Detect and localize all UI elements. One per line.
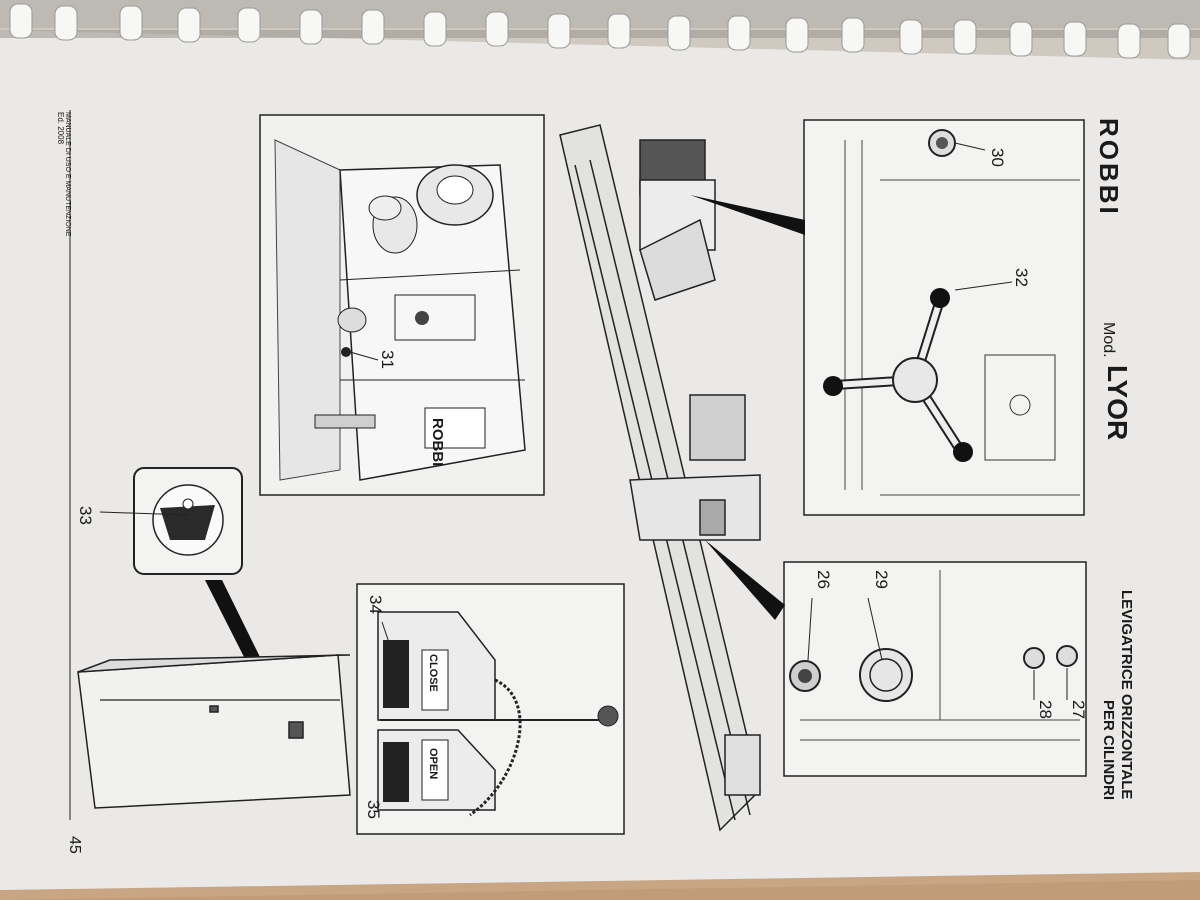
callout-31: 31 <box>378 350 397 369</box>
footer-manual-title: MANUALE DI USO E MANUTENZIONE <box>64 112 71 237</box>
electrical-cabinet-drawing <box>77 654 351 809</box>
panel-main-switch <box>99 467 243 575</box>
callout-34: 34 <box>366 595 385 614</box>
robbi-nameplate: ROBBI <box>429 418 446 466</box>
panel-motor-housing <box>259 114 545 496</box>
svg-text:ROBBI: ROBBI <box>429 418 446 466</box>
pedal-open-label: OPEN <box>427 748 439 779</box>
table-edge <box>0 872 1200 900</box>
panel-handwheel <box>803 119 1085 516</box>
brand-logo: ROBBI <box>1094 118 1124 217</box>
pedal-close-label: CLOSE <box>427 654 439 692</box>
callout-27: 27 <box>1069 700 1088 719</box>
callout-29: 29 <box>872 570 891 589</box>
callout-32: 32 <box>1012 268 1031 287</box>
callout-33: 33 <box>76 506 95 525</box>
svg-text:ROBBI: ROBBI <box>1094 118 1124 217</box>
model-prefix: Mod. <box>1100 322 1117 358</box>
callout-35: 35 <box>364 800 383 819</box>
product-title-line2: PER CILINDRI <box>1100 700 1117 800</box>
page-number: 45 <box>66 836 83 854</box>
leader-wedge-top <box>690 195 805 235</box>
callout-26: 26 <box>814 570 833 589</box>
spiral-binding <box>0 0 1200 59</box>
leader-wedge-mid <box>705 540 785 620</box>
footer-edition: Ed. 2008 <box>56 112 65 145</box>
panel-control-buttons <box>783 561 1087 777</box>
callout-30: 30 <box>988 148 1007 167</box>
product-title-line1: LEVIGATRICE ORIZZONTALE <box>1118 590 1135 799</box>
model-name: LYOR <box>1102 365 1133 440</box>
callout-28: 28 <box>1036 700 1055 719</box>
machine-overview-drawing <box>559 124 761 832</box>
panel-foot-pedals <box>356 583 625 835</box>
